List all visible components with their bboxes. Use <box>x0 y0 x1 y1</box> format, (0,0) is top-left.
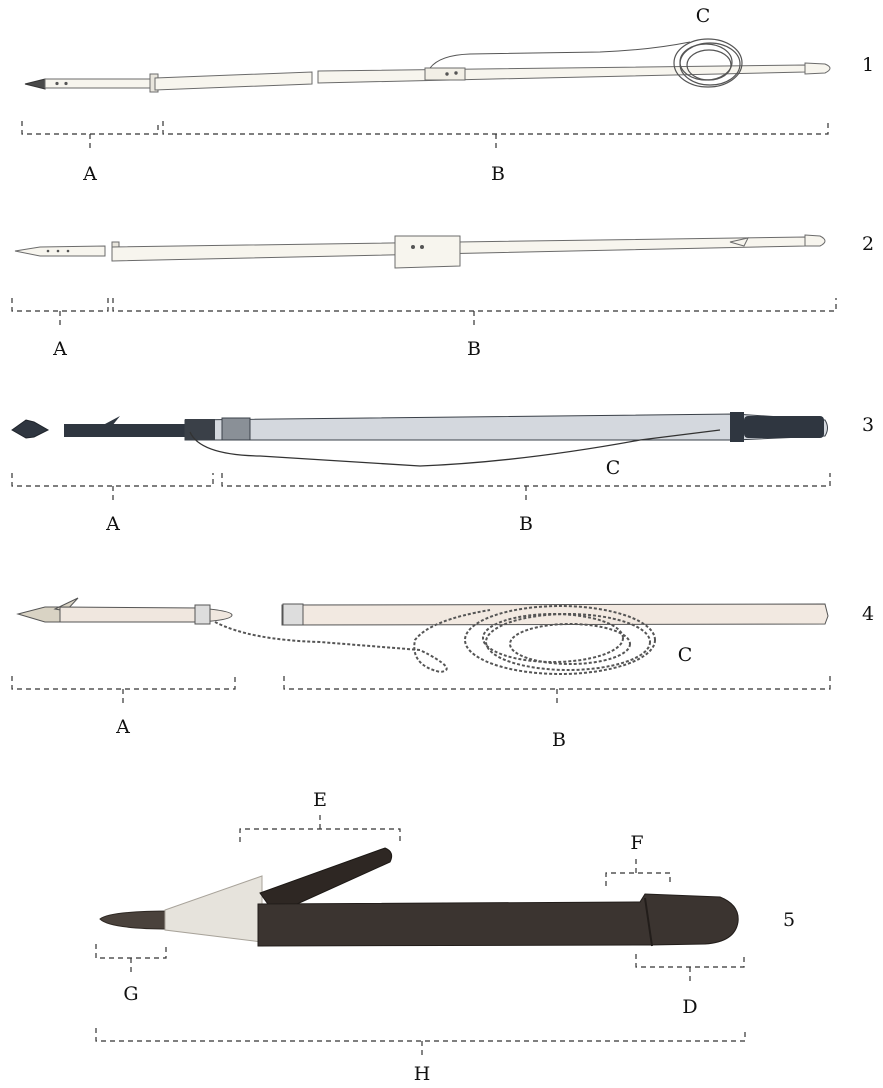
label-2-b: B <box>467 338 481 360</box>
figure-number-1: 1 <box>862 54 874 76</box>
bracket-2-a <box>12 298 108 325</box>
figure-number-3: 3 <box>862 414 874 436</box>
label-4-c: C <box>678 644 693 666</box>
harpoon-2-head <box>15 246 105 256</box>
harpoon-1-line <box>430 42 690 68</box>
harpoon-2-end-knob <box>805 235 825 246</box>
label-1-b: B <box>491 163 505 185</box>
figure-2: A B 2 <box>12 233 874 360</box>
label-5-g: G <box>123 983 138 1005</box>
label-5-d: D <box>682 996 697 1018</box>
figure-number-2: 2 <box>862 233 874 255</box>
figure-5: E F G D H 5 <box>96 789 795 1083</box>
harpoon-1-shaft-front <box>155 72 312 90</box>
harpoon-1-foreshaft <box>45 79 155 88</box>
harpoon-3-head <box>12 420 48 438</box>
harpoon-2-grip <box>395 236 460 268</box>
harpoon-5-bone-socket <box>165 876 262 942</box>
figure-number-4: 4 <box>862 603 874 625</box>
label-3-c: C <box>606 457 621 479</box>
label-4-a: A <box>115 716 130 738</box>
harpoon-3-drawing <box>12 412 828 466</box>
bracket-5-e <box>240 815 400 842</box>
bracket-1-b <box>163 121 828 148</box>
label-4-b: B <box>552 729 566 751</box>
bracket-5-h <box>96 1028 745 1055</box>
figure-1: A B C 1 <box>22 5 874 185</box>
bracket-5-f <box>606 859 670 886</box>
bracket-4-a <box>12 676 235 703</box>
bracket-5-g <box>96 944 166 972</box>
bracket-1-a <box>22 121 158 148</box>
label-5-e: E <box>313 789 327 811</box>
figure-3: A B C 3 <box>12 412 874 535</box>
harpoon-5-tip <box>100 911 172 929</box>
label-3-b: B <box>519 513 533 535</box>
harpoon-1-end-knob <box>805 63 830 74</box>
label-2-a: A <box>52 338 67 360</box>
label-1-a: A <box>82 163 97 185</box>
harpoon-1-line-coil <box>674 39 742 87</box>
harpoon-1-head <box>25 79 45 89</box>
label-5-h: H <box>414 1063 431 1083</box>
bracket-4-b <box>284 676 830 703</box>
harpoon-5-shank <box>258 894 738 946</box>
harpoon-5-photo <box>100 848 738 946</box>
bracket-5-d <box>636 954 744 981</box>
harpoon-3-foreshaft <box>64 424 194 437</box>
bracket-3-b <box>222 473 830 500</box>
bracket-3-a <box>12 473 213 500</box>
bracket-2-b <box>113 298 836 325</box>
figure-4: A B C 4 <box>12 598 874 751</box>
harpoon-4-drawing <box>18 598 828 674</box>
label-3-a: A <box>105 513 120 535</box>
label-1-c: C <box>696 5 711 27</box>
label-5-f: F <box>630 832 643 854</box>
harpoon-2-drawing <box>15 235 825 268</box>
harpoon-1-drawing <box>25 39 830 92</box>
figure-number-5: 5 <box>783 909 795 931</box>
